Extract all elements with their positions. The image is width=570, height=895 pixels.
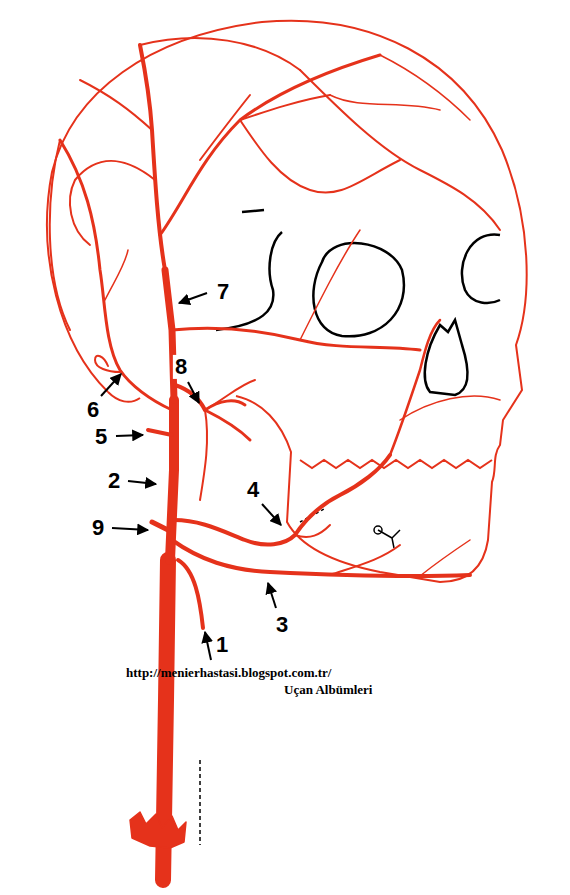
skull-outline [47,21,527,582]
skull-features [200,210,500,845]
leader-arrows [101,293,281,660]
callout-number: 9 [90,516,106,540]
callout-number: 7 [215,280,231,304]
callout-number: 8 [173,355,189,379]
callout-number: 4 [245,478,261,502]
artery-tree [50,38,500,880]
watermark: http://menierhastasi.blogspot.com.tr/ [124,666,333,680]
callout-number: 1 [214,633,230,657]
callout-number: 3 [274,613,290,637]
watermark: Uçan Albümleri [282,683,374,697]
callout-number: 2 [106,469,122,493]
callout-number: 6 [85,398,101,422]
callout-number: 5 [93,425,109,449]
